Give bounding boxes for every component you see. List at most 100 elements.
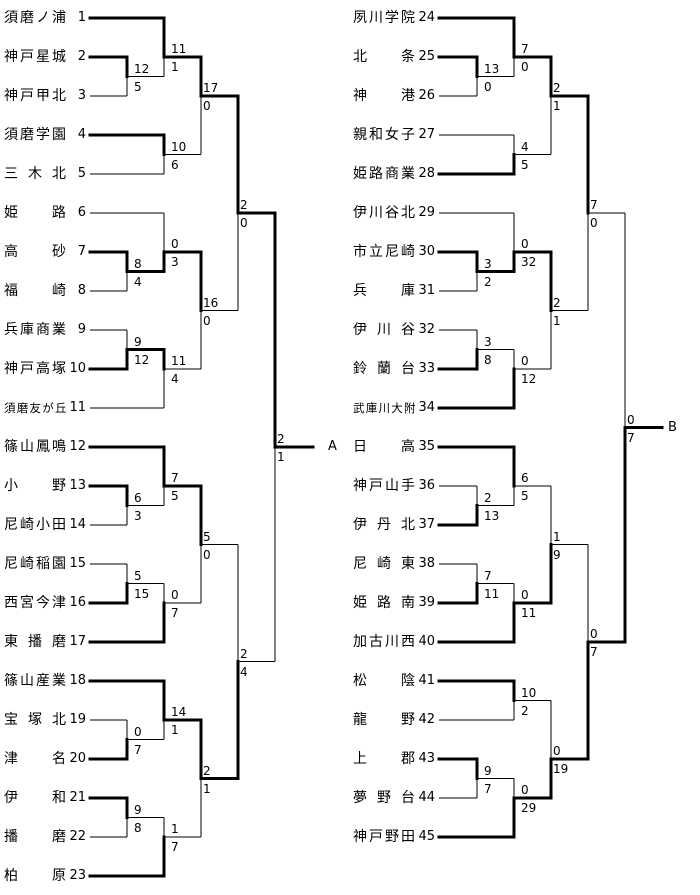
score-bottom: 7 — [484, 781, 492, 796]
team-name: 西宮今津 — [4, 595, 66, 611]
score-top: 0 — [171, 588, 179, 602]
team-seed: 13 — [69, 478, 86, 493]
team-name: 神戸高塚 — [4, 361, 66, 377]
score-bottom: 7 — [134, 742, 142, 757]
score-top: 2 — [203, 763, 211, 778]
team-seed: 42 — [418, 712, 435, 727]
score-bottom: 8 — [484, 352, 492, 367]
team-seed: 25 — [418, 49, 435, 64]
score-bottom: 1 — [171, 60, 179, 74]
team-name: 伊川谷 — [353, 322, 415, 338]
team-name: 尼崎小田 — [4, 517, 66, 533]
score-bottom: 29 — [521, 801, 537, 815]
score-bottom: 32 — [521, 255, 537, 269]
team-seed: 23 — [69, 868, 86, 883]
score-top: 7 — [171, 471, 179, 485]
score-bottom: 3 — [171, 255, 179, 269]
score-bottom: 19 — [553, 762, 569, 776]
score-top: 9 — [484, 763, 492, 778]
score-top: 1 — [171, 822, 179, 836]
score-top: 2 — [553, 295, 561, 310]
team-seed: 5 — [77, 166, 86, 181]
team-seed: 8 — [77, 283, 86, 298]
team-name: 高砂 — [4, 244, 66, 260]
score-bottom: 2 — [521, 703, 529, 718]
score-top: 10 — [521, 685, 537, 700]
score-bottom: 11 — [521, 606, 537, 620]
team-seed: 40 — [418, 634, 435, 649]
score-top: 16 — [203, 295, 219, 310]
team-name: 播磨 — [4, 829, 66, 845]
score-bottom: 1 — [553, 313, 561, 328]
score-top: 9 — [134, 802, 142, 817]
score-bottom: 0 — [240, 216, 248, 230]
score-bottom: 7 — [171, 840, 179, 854]
score-top: 3 — [484, 256, 492, 271]
team-seed: 24 — [418, 10, 435, 25]
team-seed: 26 — [418, 88, 435, 103]
result-label-b: B — [668, 419, 677, 435]
team-name: 須磨友が丘 — [4, 401, 67, 415]
score-bottom: 2 — [484, 274, 492, 289]
score-top: 12 — [134, 61, 150, 76]
team-name: 姫路南 — [353, 595, 415, 611]
score-top: 2 — [240, 198, 248, 212]
team-name: 夢野台 — [353, 790, 415, 806]
team-seed: 9 — [77, 322, 86, 337]
team-name: 伊和 — [4, 790, 66, 806]
score-bottom: 7 — [627, 430, 635, 445]
team-seed: 21 — [69, 790, 86, 805]
team-seed: 19 — [69, 712, 86, 727]
score-bottom: 0 — [203, 99, 211, 113]
score-bottom: 7 — [590, 645, 598, 659]
score-top: 0 — [521, 588, 529, 602]
score-top: 0 — [590, 627, 598, 641]
score-bottom: 12 — [134, 352, 150, 367]
team-seed: 44 — [418, 790, 435, 805]
team-name: 須磨学園 — [4, 127, 66, 143]
score-bottom: 0 — [590, 216, 598, 230]
team-name: 姫路商業 — [353, 166, 415, 182]
team-seed: 39 — [418, 595, 435, 610]
team-name: 上郡 — [353, 751, 415, 767]
team-seed: 43 — [418, 751, 435, 766]
team-name: 神港 — [353, 88, 415, 104]
score-bottom: 1 — [203, 781, 211, 796]
team-name: 日高 — [353, 439, 415, 455]
team-name: 鈴蘭台 — [353, 361, 415, 377]
team-name: 北条 — [353, 49, 415, 65]
team-seed: 29 — [418, 205, 435, 220]
team-name: 篠山産業 — [4, 673, 66, 689]
score-top: 7 — [521, 42, 529, 56]
team-seed: 22 — [69, 829, 86, 844]
score-top: 6 — [521, 471, 529, 485]
team-seed: 17 — [69, 634, 86, 649]
team-seed: 14 — [69, 517, 86, 532]
score-bottom: 13 — [484, 508, 500, 523]
score-bottom: 7 — [171, 606, 179, 620]
team-seed: 12 — [69, 439, 86, 454]
score-top: 0 — [521, 354, 529, 368]
score-top: 7 — [484, 568, 492, 583]
team-name: 須磨ノ浦 — [4, 10, 66, 26]
team-seed: 2 — [77, 49, 86, 64]
team-seed: 33 — [418, 361, 435, 376]
score-top: 1 — [553, 529, 561, 544]
score-bottom: 5 — [521, 157, 529, 172]
team-name: 尼崎稲園 — [4, 556, 66, 572]
team-seed: 15 — [69, 556, 86, 571]
score-top: 5 — [203, 529, 211, 544]
team-seed: 16 — [69, 595, 86, 610]
team-name: 松陰 — [353, 673, 415, 689]
score-top: 13 — [484, 61, 500, 76]
team-seed: 6 — [77, 205, 86, 220]
team-name: 神戸星城 — [4, 49, 66, 65]
team-seed: 1 — [77, 10, 86, 25]
score-top: 9 — [134, 334, 142, 349]
score-bottom: 6 — [171, 157, 179, 172]
score-bottom: 4 — [134, 274, 142, 289]
team-name: 姫路 — [4, 205, 66, 221]
score-top: 0 — [521, 783, 529, 797]
score-top: 8 — [134, 256, 142, 271]
